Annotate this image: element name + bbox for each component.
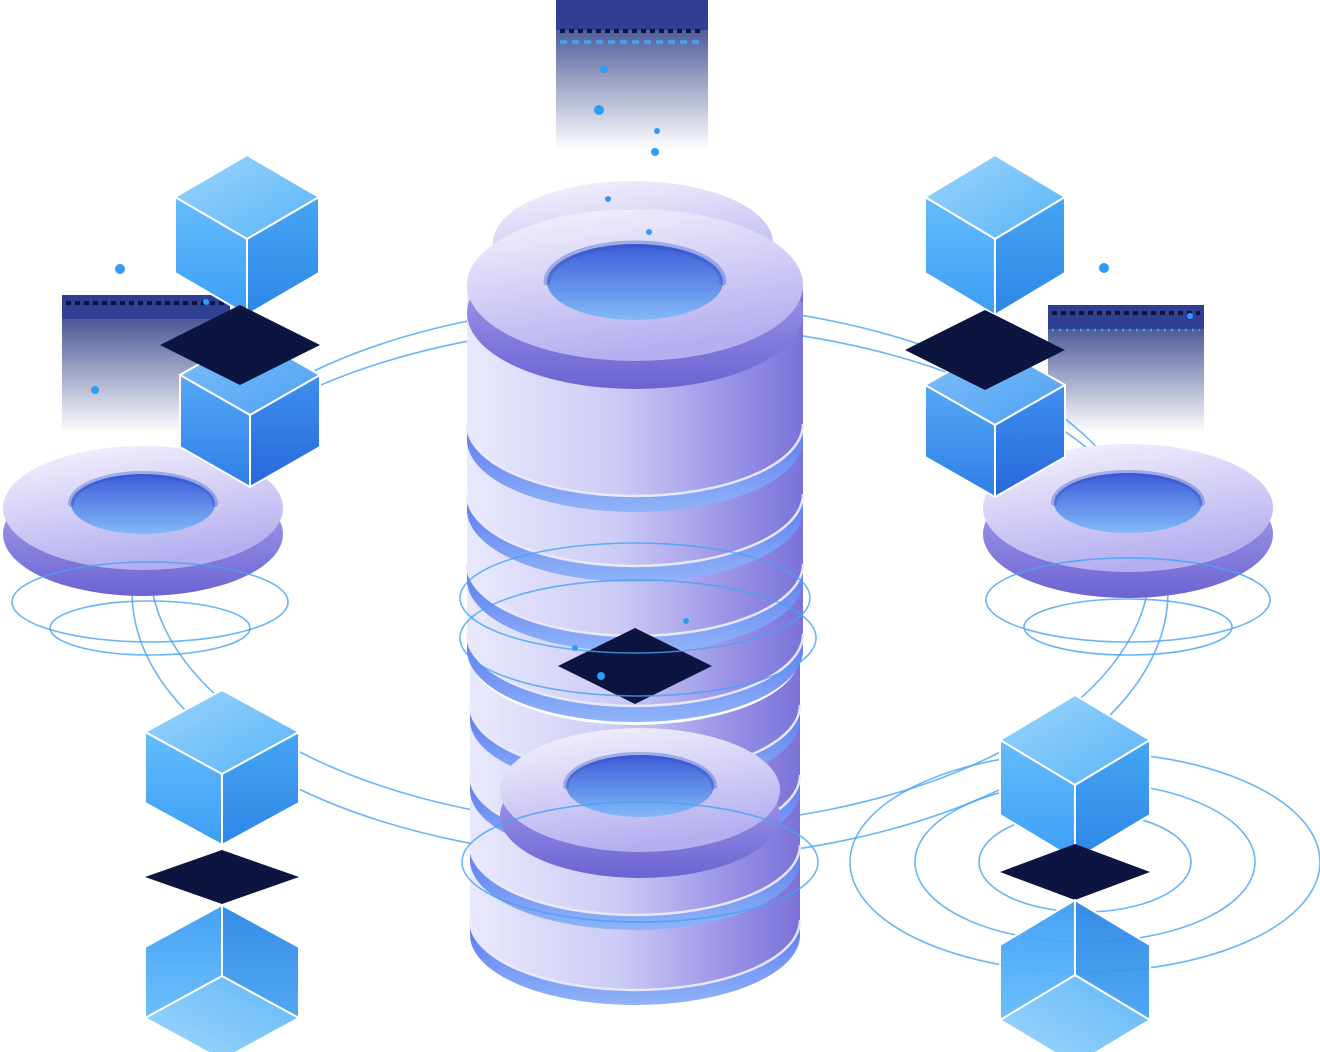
diamond-shadow-icon [160,305,320,385]
panel-header-band [62,295,230,319]
central-database-upper-stack [465,285,805,722]
particle-dot-icon [594,105,604,115]
central-database-top-torus [467,181,803,389]
diamond-shadow-icon [1000,844,1150,900]
separator-rim [465,633,805,708]
separator-band [467,564,803,652]
separator-rim [468,844,802,917]
particle-dot-icon [605,196,611,202]
particle-dot-icon [203,299,209,305]
central-orbits [459,542,819,923]
particle-dot-icon [115,264,125,274]
separator-band [470,845,800,930]
orbit-ellipse-icon [985,557,1271,643]
ring-hole-shadow [68,471,218,507]
particle-dot-icon [91,386,99,394]
particle-dots [91,65,1193,680]
particle-dot-icon [683,618,689,624]
cube-bottom-left-motif [144,689,300,1052]
ring-hole-shadow [1051,470,1205,506]
orbit-ellipse-icon [459,579,817,697]
bottom-rim-band [467,634,803,722]
separator-rim [465,493,805,568]
particle-dot-icon [646,229,652,235]
bottom-rim-band [470,920,800,1005]
cube-right-mid-motif [905,310,1066,498]
separator-band [467,494,803,582]
orbit-ellipse-icon [459,542,811,654]
cube-right-face [221,731,300,846]
panel-header-band [1048,305,1204,329]
cube-bottom-right-motif [999,694,1151,1052]
right-ring [983,444,1273,656]
orbit-ellipse-icon [11,561,289,643]
torus-hole-shadow [563,752,717,789]
orbit-ellipse-icon [49,600,251,656]
diamond-shadow-icon [558,628,712,704]
cube-reflection [144,904,300,1052]
torus-hole [547,244,723,320]
cube-top-right [924,154,1066,316]
cube-icon [144,689,300,846]
separator-band [467,424,803,512]
torus-hole-shadow [543,240,727,286]
particle-dot-icon [572,645,578,651]
torus-hole [566,755,714,817]
particle-dot-icon [1187,313,1193,319]
cube-reflection [999,899,1151,1052]
orbit-ellipse-icon [1023,598,1233,656]
left-ring [3,446,289,656]
particle-dot-icon [597,672,605,680]
orbit-ellipse-icon [461,801,819,923]
cube-right-face [249,374,321,488]
ring-hole [71,474,215,534]
cube-left-mid-motif [160,305,321,488]
ring-hole [1054,473,1202,533]
separator-rim [468,919,802,992]
separator-rim [465,423,805,498]
right-data-panel [1048,305,1204,433]
top-data-panel [556,0,708,150]
cube-icon [999,694,1151,861]
cube-top-left [174,154,320,316]
diamond-shadow-icon [145,850,299,904]
particle-dot-icon [654,128,660,134]
particle-dot-icon [1099,263,1109,273]
cube-right-face [994,384,1066,498]
central-database-bottom-torus [500,728,780,878]
particle-dot-icon [600,65,608,73]
diamond-shadow-icon [905,310,1065,390]
panel-header-band [556,0,708,30]
particle-dot-icon [651,148,659,156]
